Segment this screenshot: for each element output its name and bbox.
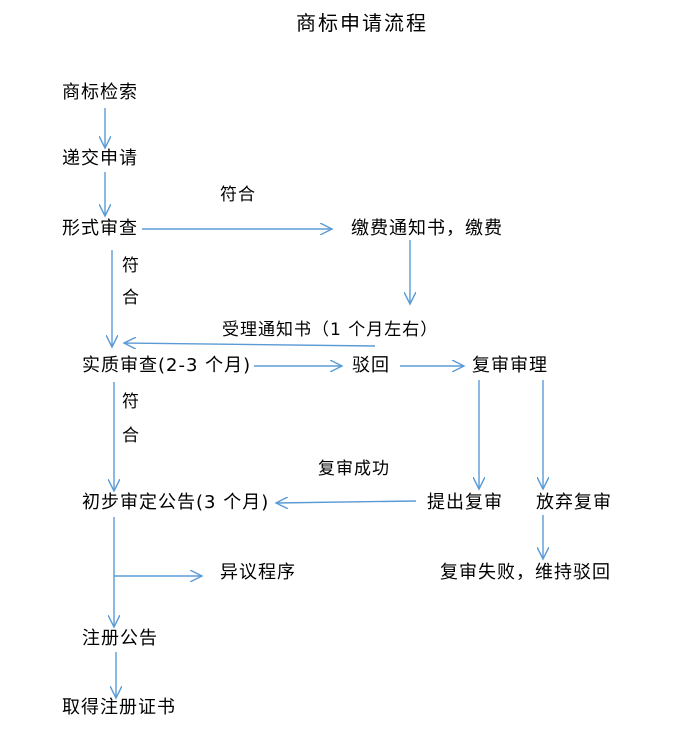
node-opposition: 异议程序 [220,562,296,583]
node-re-exam-failed: 复审失败，维持驳回 [440,562,611,583]
node-search: 商标检索 [62,82,138,103]
node-formal-review: 形式审查 [62,218,138,239]
node-certificate: 取得注册证书 [62,697,176,718]
node-registration-announcement: 注册公告 [82,628,158,649]
node-abandon-re-exam: 放弃复审 [536,492,612,513]
node-file-re-exam: 提出复审 [427,492,503,513]
edge-label-meets-v2-top: 符 [122,392,140,412]
edge-label-re-exam-success: 复审成功 [318,459,390,479]
edge-label-meets-horizontal: 符合 [220,185,256,205]
node-substantive-review: 实质审查(2-3 个月) [82,355,252,376]
node-submit: 递交申请 [62,148,138,169]
edge-label-acceptance-notice: 受理通知书（1 个月左右） [222,320,439,340]
edge-label-meets-v1-bottom: 合 [122,288,140,308]
node-preliminary-announcement: 初步审定公告(3 个月) [82,492,270,513]
node-rejection: 驳回 [352,355,390,376]
page-title: 商标申请流程 [296,11,428,35]
edge-label-meets-v2-bottom: 合 [122,426,140,446]
node-re-examination: 复审审理 [472,355,548,376]
arrow-acceptance-to-substantive [124,343,376,346]
node-payment: 缴费通知书，缴费 [351,218,503,239]
arrow-file-to-preliminary [276,501,417,503]
edge-label-meets-v1-top: 符 [122,256,140,276]
